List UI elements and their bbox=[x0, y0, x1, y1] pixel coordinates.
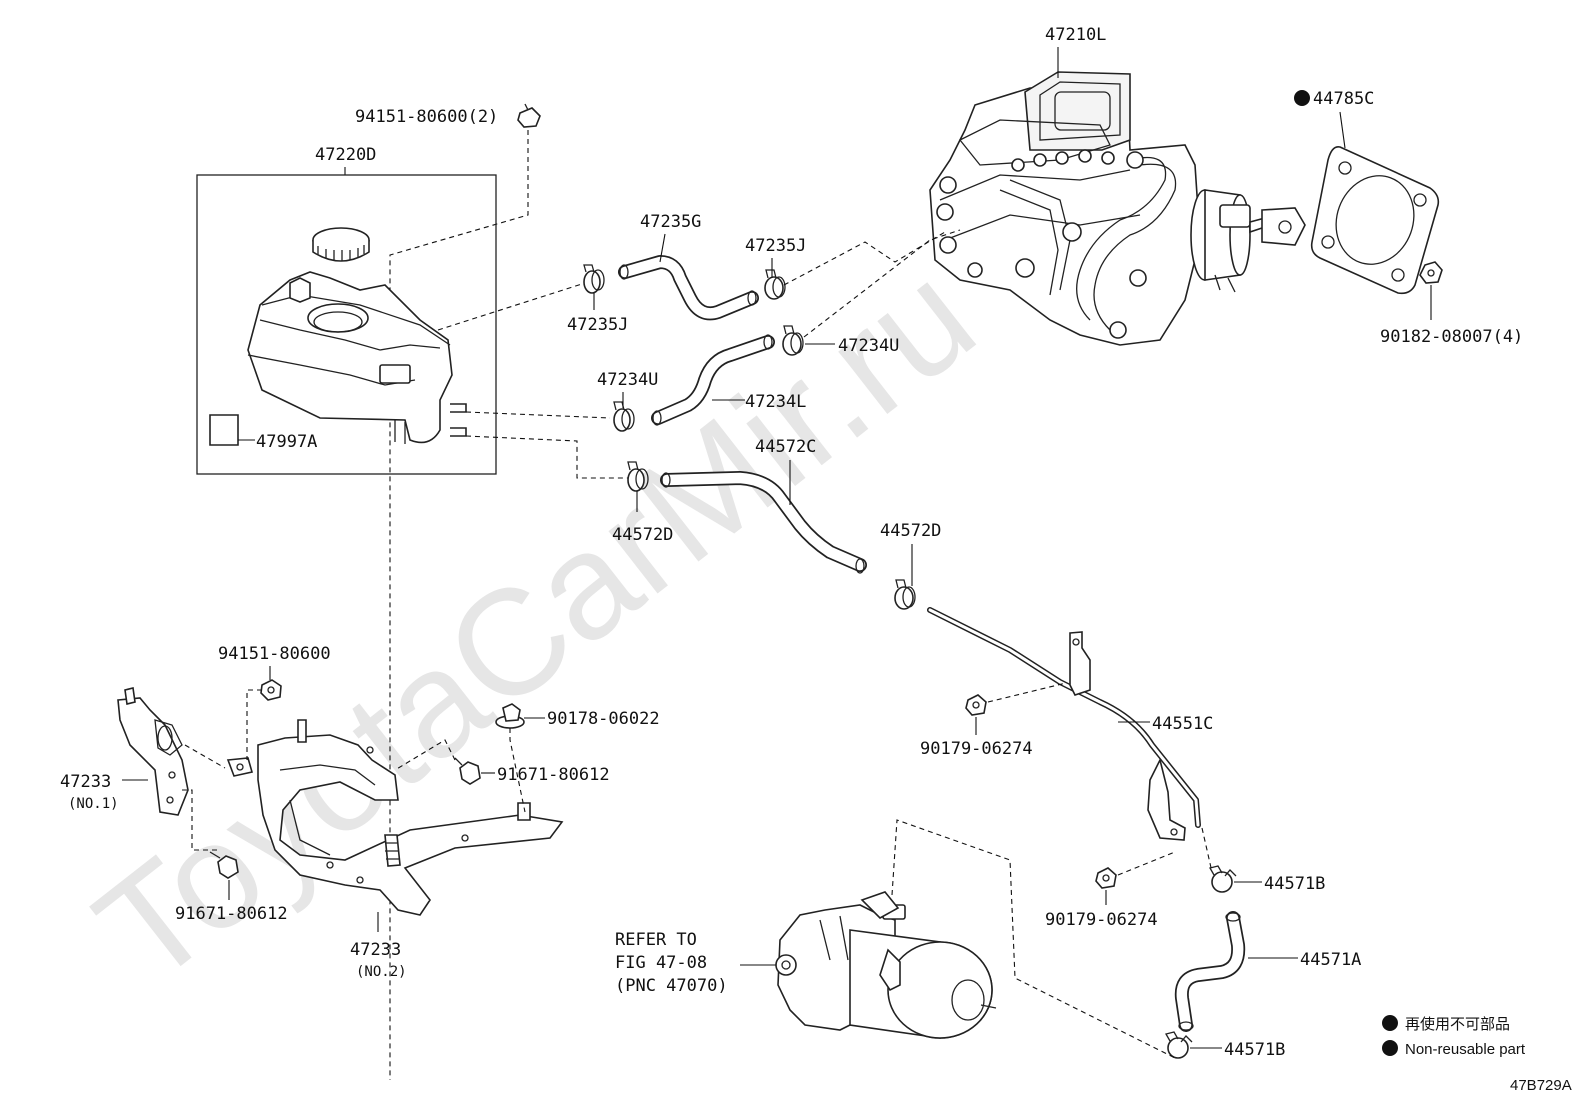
nut-90179-06274-upper[interactable] bbox=[965, 694, 987, 716]
dashed-pipe-44571B bbox=[1201, 827, 1213, 873]
refer-line-2: FIG 47-08 bbox=[615, 953, 707, 973]
label-47210L: 47210L bbox=[1045, 25, 1106, 45]
label-90182-08007: 90182-08007(4) bbox=[1380, 327, 1523, 347]
bracket-47233-no1[interactable] bbox=[117, 687, 189, 816]
bolt-94151-80600-top[interactable] bbox=[517, 103, 541, 128]
dashed-90179-lower bbox=[1117, 851, 1176, 876]
legend-dot-icon-2 bbox=[1382, 1040, 1398, 1056]
brake-actuator-47210L[interactable] bbox=[929, 71, 1306, 346]
clamp-47234U-left[interactable] bbox=[613, 401, 635, 432]
label-44572D-right: 44572D bbox=[880, 521, 941, 541]
label-47233-no2-sub: (NO.2) bbox=[356, 964, 407, 980]
legend: 再使用不可部品 Non-reusable part bbox=[1382, 1015, 1526, 1058]
label-47234U-right: 47234U bbox=[838, 336, 899, 356]
leader-47235G bbox=[659, 233, 666, 263]
non-reusable-dot-icon bbox=[1294, 90, 1310, 106]
label-47235G: 47235G bbox=[640, 212, 701, 232]
dashed-reservoir-47235J bbox=[437, 282, 586, 331]
label-47233-no1-sub: (NO.1) bbox=[68, 796, 119, 812]
nut-90178-06022[interactable] bbox=[495, 703, 525, 729]
clamp-47235J-left[interactable] bbox=[583, 264, 605, 294]
label-47234U-left: 47234U bbox=[597, 370, 658, 390]
dashed-94151-lower bbox=[246, 689, 262, 760]
clamp-44571B-lower[interactable] bbox=[1165, 1031, 1193, 1059]
dashed-47235J-actuator bbox=[783, 231, 946, 286]
label-47235J-left: 47235J bbox=[567, 315, 628, 335]
hose-47234L[interactable] bbox=[651, 334, 775, 426]
dashed-leader-94151-top bbox=[389, 130, 529, 1080]
label-44572C: 44572C bbox=[755, 437, 816, 457]
dashed-reservoir-47234U bbox=[465, 411, 611, 419]
clamp-47235J-right[interactable] bbox=[764, 269, 786, 300]
label-plate-47997A[interactable] bbox=[209, 414, 239, 446]
bolt-94151-80600-lower[interactable] bbox=[260, 679, 282, 701]
bolt-91671-80612-left[interactable] bbox=[209, 851, 239, 879]
nut-90179-06274-lower[interactable] bbox=[1095, 867, 1117, 889]
gasket-44785C[interactable] bbox=[1310, 145, 1440, 295]
reservoir-cap[interactable] bbox=[312, 227, 370, 262]
label-47997A: 47997A bbox=[256, 432, 317, 452]
legend-en: Non-reusable part bbox=[1405, 1041, 1526, 1058]
pipe-44551C[interactable] bbox=[927, 607, 1201, 841]
dashed-47234U-actuator bbox=[803, 229, 961, 338]
label-90179-06274-upper: 90179-06274 bbox=[920, 739, 1033, 759]
label-47234L: 47234L bbox=[745, 392, 806, 412]
label-44571B-upper: 44571B bbox=[1264, 874, 1325, 894]
refer-line-3: (PNC 47070) bbox=[615, 976, 728, 996]
dashed-pump-motor bbox=[891, 819, 1176, 1059]
label-44785C: 44785C bbox=[1313, 89, 1374, 109]
label-90179-06274-lower: 90179-06274 bbox=[1045, 910, 1158, 930]
dashed-90179-upper bbox=[987, 682, 1067, 703]
dashed-90178 bbox=[509, 728, 526, 813]
refer-line-1: REFER TO bbox=[615, 930, 697, 950]
reservoir-group-box bbox=[196, 174, 497, 475]
clamp-44571B-upper[interactable] bbox=[1209, 865, 1237, 893]
hose-44572C[interactable] bbox=[660, 471, 867, 574]
dashed-47233-no1-b bbox=[182, 789, 218, 851]
legend-dot-icon bbox=[1382, 1015, 1398, 1031]
clamp-44572D-left[interactable] bbox=[627, 461, 649, 492]
legend-jp: 再使用不可部品 bbox=[1405, 1016, 1510, 1033]
label-44551C: 44551C bbox=[1152, 714, 1213, 734]
figure-code: 47B729A bbox=[1510, 1077, 1572, 1094]
label-47233-no1: 47233 bbox=[60, 772, 111, 792]
label-90178-06022: 90178-06022 bbox=[547, 709, 660, 729]
dashed-91671-right bbox=[394, 739, 456, 771]
label-44572D-left: 44572D bbox=[612, 525, 673, 545]
pump-motor-47070[interactable] bbox=[775, 891, 997, 1039]
label-94151-80600-2: 94151-80600(2) bbox=[355, 107, 498, 127]
bolt-91671-80612-right[interactable] bbox=[454, 757, 481, 785]
bracket-47233-no2[interactable] bbox=[226, 719, 564, 916]
label-91671-80612-left: 91671-80612 bbox=[175, 904, 288, 924]
dashed-47233-no1-a bbox=[184, 744, 226, 769]
label-94151-80600: 94151-80600 bbox=[218, 644, 331, 664]
hose-47235G[interactable] bbox=[618, 255, 759, 321]
leader-44785C bbox=[1339, 111, 1346, 149]
label-44571A: 44571A bbox=[1300, 950, 1361, 970]
dashed-reservoir-44572D bbox=[465, 435, 628, 479]
label-47233-no2: 47233 bbox=[350, 940, 401, 960]
label-47220D: 47220D bbox=[315, 145, 376, 165]
nut-90182-08007[interactable] bbox=[1419, 261, 1443, 284]
label-44571B-lower: 44571B bbox=[1224, 1040, 1285, 1060]
label-47235J-right: 47235J bbox=[745, 236, 806, 256]
label-91671-80612-right: 91671-80612 bbox=[497, 765, 610, 785]
clamp-44572D-right[interactable] bbox=[894, 579, 916, 610]
hose-44571A[interactable] bbox=[1174, 911, 1246, 1032]
reservoir-tank-47220D[interactable] bbox=[247, 271, 467, 444]
clamp-47234U-right[interactable] bbox=[782, 325, 804, 356]
